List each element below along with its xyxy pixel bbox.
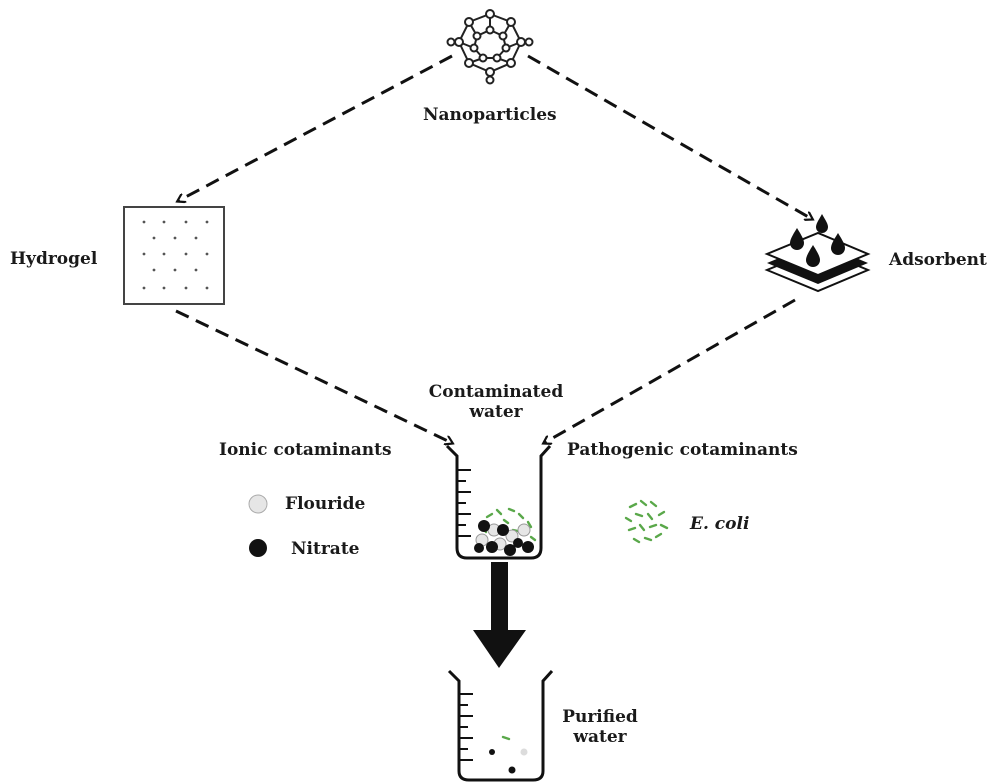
arrow-adsorbent-to-beaker xyxy=(544,298,796,443)
dashed-arrows xyxy=(175,54,812,443)
arrow-nano-to-adsorbent xyxy=(527,54,812,219)
purified-water-line2: water xyxy=(573,727,627,747)
nitrate-symbol xyxy=(249,539,267,557)
beaker-bacteria xyxy=(481,507,537,542)
pathogenic-contaminants-heading: Pathogenic cotaminants xyxy=(567,440,798,460)
contaminated-water-line1: Contaminated xyxy=(428,382,564,402)
ionic-contaminants-heading: Ionic cotaminants xyxy=(219,440,392,460)
adsorbent-label: Adsorbent xyxy=(889,250,987,270)
adsorbent-icon xyxy=(764,214,871,293)
purification-arrow xyxy=(473,562,526,668)
purified-water-label: Purified water xyxy=(555,707,645,747)
flouride-label: Flouride xyxy=(285,494,366,514)
contaminated-water-line2: water xyxy=(469,402,523,422)
purified-beaker-icon xyxy=(447,669,554,782)
hydrogel-icon xyxy=(123,206,225,305)
arrow-hydrogel-to-beaker xyxy=(175,309,452,443)
contaminated-beaker-icon xyxy=(445,444,552,560)
arrow-nano-to-hydrogel xyxy=(178,54,453,201)
ecoli-symbol xyxy=(624,499,669,544)
fullerene-icon xyxy=(446,9,534,85)
ecoli-label: E. coli xyxy=(690,514,750,534)
nanoparticles-label: Nanoparticles xyxy=(423,105,557,125)
nitrate-label: Nitrate xyxy=(291,539,360,559)
contaminated-water-label: Contaminated water xyxy=(416,382,576,422)
hydrogel-label: Hydrogel xyxy=(10,249,98,269)
flouride-symbol xyxy=(248,494,268,514)
purified-water-line1: Purified xyxy=(562,707,638,727)
beaker-ions xyxy=(474,520,534,556)
